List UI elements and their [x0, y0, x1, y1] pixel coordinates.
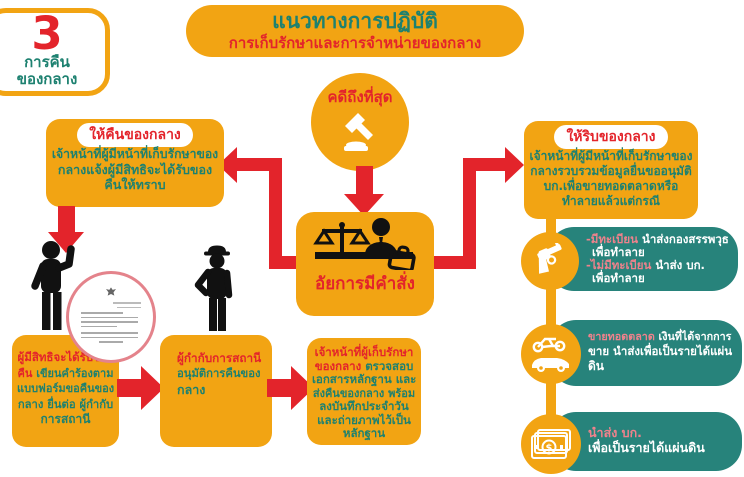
- step2-box: ผู้กำกับการสถานี อนุมัติการคืนของ กลาง: [160, 335, 272, 447]
- disposal1-line: นำส่งกองสรรพวุธ: [641, 232, 729, 246]
- badge-number: 3: [31, 7, 63, 60]
- disposal1-line: นำส่ง บก.: [655, 258, 705, 272]
- badge-label-1: การคืน: [24, 53, 70, 71]
- gavel-icon: [344, 113, 373, 151]
- vehicles-icon: [532, 337, 569, 372]
- step3-line: และถ่ายภาพไว้เป็น: [317, 412, 411, 427]
- forfeit-line: เจ้าหน้าที่ผู้มีหน้าที่เก็บรักษาของ: [529, 149, 693, 163]
- step2-line: ผู้กำกับการสถานี: [177, 351, 262, 365]
- document-badge: [66, 271, 156, 363]
- connector-right-vert: [463, 158, 476, 269]
- forfeit-box: ให้ริบของกลาง เจ้าหน้าที่ผู้มีหน้าที่เก็…: [524, 121, 698, 219]
- disposal1-line: -ไม่มีทะเบียน: [586, 258, 656, 272]
- step3-line: ตรวจสอบ: [365, 358, 414, 373]
- banknote-circle: $: [521, 414, 581, 474]
- disposal2-line: ขาย นำส่งเพื่อเป็นรายได้แผ่น: [588, 344, 733, 358]
- step3-line: ส่งคืนของกลาง พร้อม: [312, 386, 416, 400]
- connector-left-vert: [269, 158, 282, 269]
- disposal2-line: ดิน: [588, 359, 604, 373]
- gun-circle: [521, 232, 579, 290]
- document-icon: [69, 274, 153, 343]
- step3-line: เอกสารหลักฐาน และ: [312, 372, 417, 386]
- step1-line: คืน: [17, 366, 37, 380]
- arrow-step2-step3: [267, 379, 291, 397]
- title-banner: แนวทางการปฏิบัติ การเก็บรักษาและการจำหน่…: [186, 5, 524, 57]
- return-line: เจ้าหน้าที่ผู้มีหน้าที่เก็บรักษาของ: [51, 147, 219, 161]
- arrow-step1-step2-head: [141, 366, 164, 410]
- return-line: คืนให้ทราบ: [104, 177, 166, 192]
- step1-box: ผู้มีสิทธิจะได้รับของ คืน เขียนคำร้องตาม…: [12, 335, 119, 447]
- arrow-down-center-head: [344, 194, 384, 216]
- arrow-down-left: [58, 206, 75, 234]
- step1-line: แบบฟอร์มขอคืนของ: [17, 382, 115, 395]
- connector-right-bottom: [434, 256, 476, 269]
- title-line2: การเก็บรักษาและการจำหน่ายของกลาง: [228, 34, 482, 52]
- forfeit-line: ทำลายแล้วแต่กรณี: [562, 194, 660, 208]
- forfeit-line: กลางรวบรวมข้อมูลยื่นขออนุมัติ: [530, 164, 692, 178]
- disposal1-line: เพื่อทำลาย: [592, 245, 645, 259]
- connector-left-bottom: [269, 256, 297, 269]
- case-final-node: คดีถึงที่สุด: [311, 73, 409, 171]
- svg-text:$: $: [546, 443, 553, 454]
- arrow-down-center: [356, 166, 373, 196]
- return-box: ให้คืนของกลาง เจ้าหน้าที่ผู้มีหน้าที่เก็…: [46, 119, 224, 207]
- disposal-item-revenue: นำส่ง บก. เพื่อเป็นรายได้แผ่นดิน: [550, 412, 742, 471]
- gun-icon: [537, 243, 562, 274]
- step2-line: กลาง: [177, 382, 206, 397]
- title-line1: แนวทางการปฏิบัติ: [272, 9, 438, 33]
- return-header: ให้คืนของกลาง: [77, 123, 193, 147]
- badge-label-2: ของกลาง: [16, 70, 78, 88]
- step1-line: การสถานี: [40, 412, 91, 426]
- case-final-label: คดีถึงที่สุด: [327, 88, 393, 106]
- section-badge: 3 การคืน ของกลาง: [0, 8, 110, 96]
- step3-line: ของกลาง: [314, 358, 366, 373]
- step3-line: ลงบันทึกประจำวัน: [319, 399, 409, 413]
- disposal1-line: -มีทะเบียน: [586, 232, 642, 246]
- prosecutor-label: อัยการมีคำสั่ง: [315, 274, 415, 294]
- forfeit-line: บก.เพื่อขายทอดตลาดหรือ: [543, 179, 679, 193]
- return-line: กลางแจ้งผู้มีสิทธิจะได้รับของ: [57, 162, 213, 177]
- step1-line: กลาง ยื่นต่อ ผู้กำกับ: [17, 397, 114, 411]
- disposal-item-auction: ขายทอดตลาด เงินที่ได้จากการ ขาย นำส่งเพื…: [550, 320, 742, 386]
- vehicles-circle: [521, 324, 581, 384]
- disposal2-line: เงินที่ได้จากการ: [658, 330, 732, 343]
- step3-line: หลักฐาน: [342, 426, 386, 440]
- person-icon: [31, 241, 75, 330]
- forfeit-header: ให้ริบของกลาง: [554, 125, 668, 149]
- prosecutor-icon: [313, 218, 416, 273]
- step3-line: เจ้าหน้าที่ผู้เก็บรักษา: [314, 345, 414, 359]
- disposal-item-weapons: -มีทะเบียน นำส่งกองสรรพวุธ เพื่อทำลาย -ไ…: [548, 227, 738, 291]
- disposal1-line: เพื่อทำลาย: [592, 271, 645, 285]
- prosecutor-box: อัยการมีคำสั่ง: [296, 212, 434, 316]
- police-officer-icon: [194, 245, 233, 331]
- disposal3-line: นำส่ง บก.: [588, 425, 642, 440]
- arrow-to-forfeit-head: [505, 147, 524, 183]
- arrow-step1-step2: [117, 379, 141, 397]
- banknote-icon: $: [531, 429, 571, 459]
- step3-box: เจ้าหน้าที่ผู้เก็บรักษา ของกลาง ตรวจสอบ …: [307, 338, 421, 445]
- step2-line: อนุมัติการคืนของ: [177, 367, 261, 380]
- disposal3-line: เพื่อเป็นรายได้แผ่นดิน: [588, 440, 705, 455]
- step1-line: เขียนคำร้องตาม: [36, 366, 114, 380]
- disposal2-line: ขายทอดตลาด: [588, 330, 659, 343]
